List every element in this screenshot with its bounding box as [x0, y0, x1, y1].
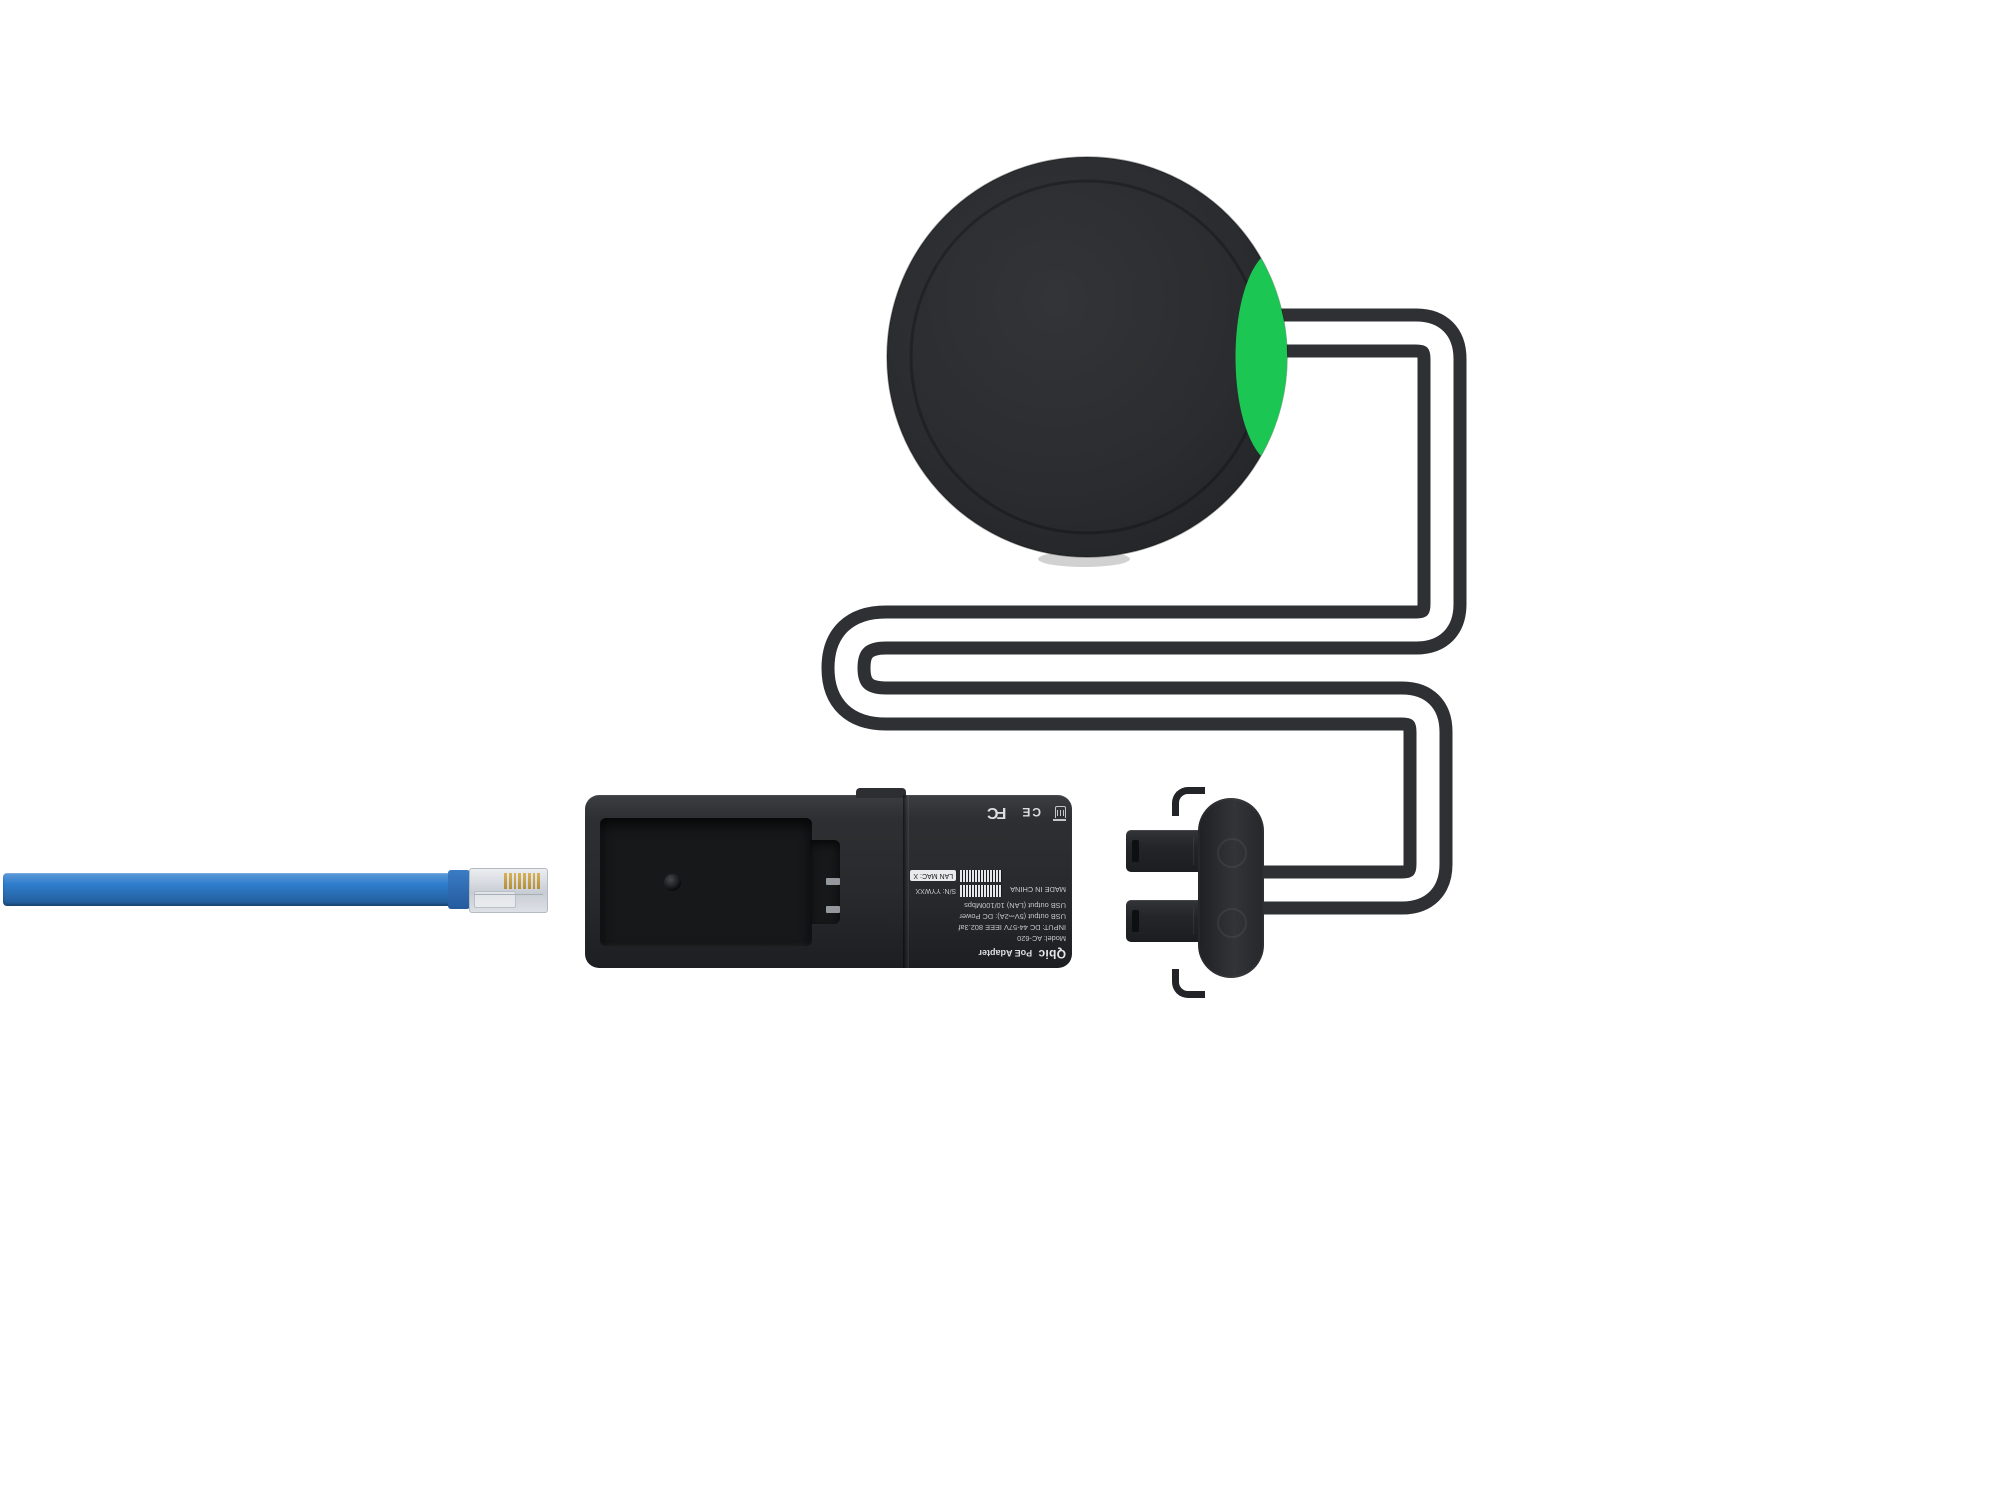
- cable-pair-gap: [834, 321, 1454, 902]
- weee-bin-icon: [1055, 806, 1066, 818]
- vent-mark-upper: [826, 878, 840, 885]
- label-brand-row: Qbic PoE Adapter: [910, 947, 1066, 961]
- puck-accent-window: [1235, 258, 1288, 456]
- plate-boss-lower: [1217, 908, 1247, 938]
- puck-body: [887, 157, 1287, 557]
- rj45-seam: [474, 894, 543, 895]
- adapter-seam: [903, 795, 909, 968]
- adapter-label: Qbic PoE Adapter Model: AC-620 INPUT: DC…: [910, 801, 1066, 961]
- mount-clip-top: [1172, 787, 1205, 816]
- adapter-screw-hole: [664, 874, 681, 891]
- adapter-latch-tab: [856, 788, 906, 798]
- usb-plug-lower: [1126, 900, 1206, 942]
- plug-mount-plate: [1198, 798, 1264, 978]
- mount-clip-bottom: [1172, 969, 1205, 998]
- usb-plug-lower-face: [1132, 910, 1139, 932]
- serial-text: S/N: YYWXX: [915, 887, 957, 895]
- ethernet-cable-boot: [448, 870, 470, 909]
- device-puck: [886, 156, 1288, 567]
- poe-adapter-body: Qbic PoE Adapter Model: AC-620 INPUT: DC…: [585, 788, 1072, 968]
- label-product: PoE Adapter: [978, 948, 1033, 958]
- label-model: Model: AC-620: [1017, 934, 1066, 943]
- serial-code: S/N: YYWXX: [910, 884, 1003, 897]
- rj45-housing: [474, 891, 516, 908]
- usb-plug-upper: [1126, 830, 1206, 872]
- plate-boss-upper: [1217, 838, 1247, 868]
- serial-barcode: [960, 884, 1003, 897]
- vent-mark-lower: [826, 906, 840, 913]
- rj45-connector: [469, 868, 548, 913]
- rj45-pins: [504, 873, 540, 889]
- label-input: INPUT: DC 44-57V IEEE 802.3af: [958, 922, 1066, 932]
- label-certification-row: CE FC: [910, 801, 1066, 821]
- mac-code: LAN MAC: X: [910, 869, 1003, 882]
- label-codes-row: MADE IN CHINA S/N: YYWXX LAN MAC: X: [910, 869, 1066, 897]
- label-origin: MADE IN CHINA: [1010, 884, 1066, 894]
- label-usb-lan: USB output (LAN) 10/100Mbps: [964, 900, 1066, 910]
- rj45-port-recess: [600, 818, 812, 946]
- ce-mark: CE: [1020, 805, 1041, 819]
- label-usb-power: USB output (5V⎓2A): DC Power: [959, 911, 1066, 921]
- ethernet-cable: [3, 873, 452, 906]
- usb-plug-upper-face: [1132, 840, 1139, 862]
- fcc-mark: FC: [989, 804, 1007, 821]
- mac-text: LAN MAC: X: [910, 870, 957, 882]
- label-brand: Qbic: [1038, 947, 1066, 961]
- mac-barcode: [960, 869, 1003, 882]
